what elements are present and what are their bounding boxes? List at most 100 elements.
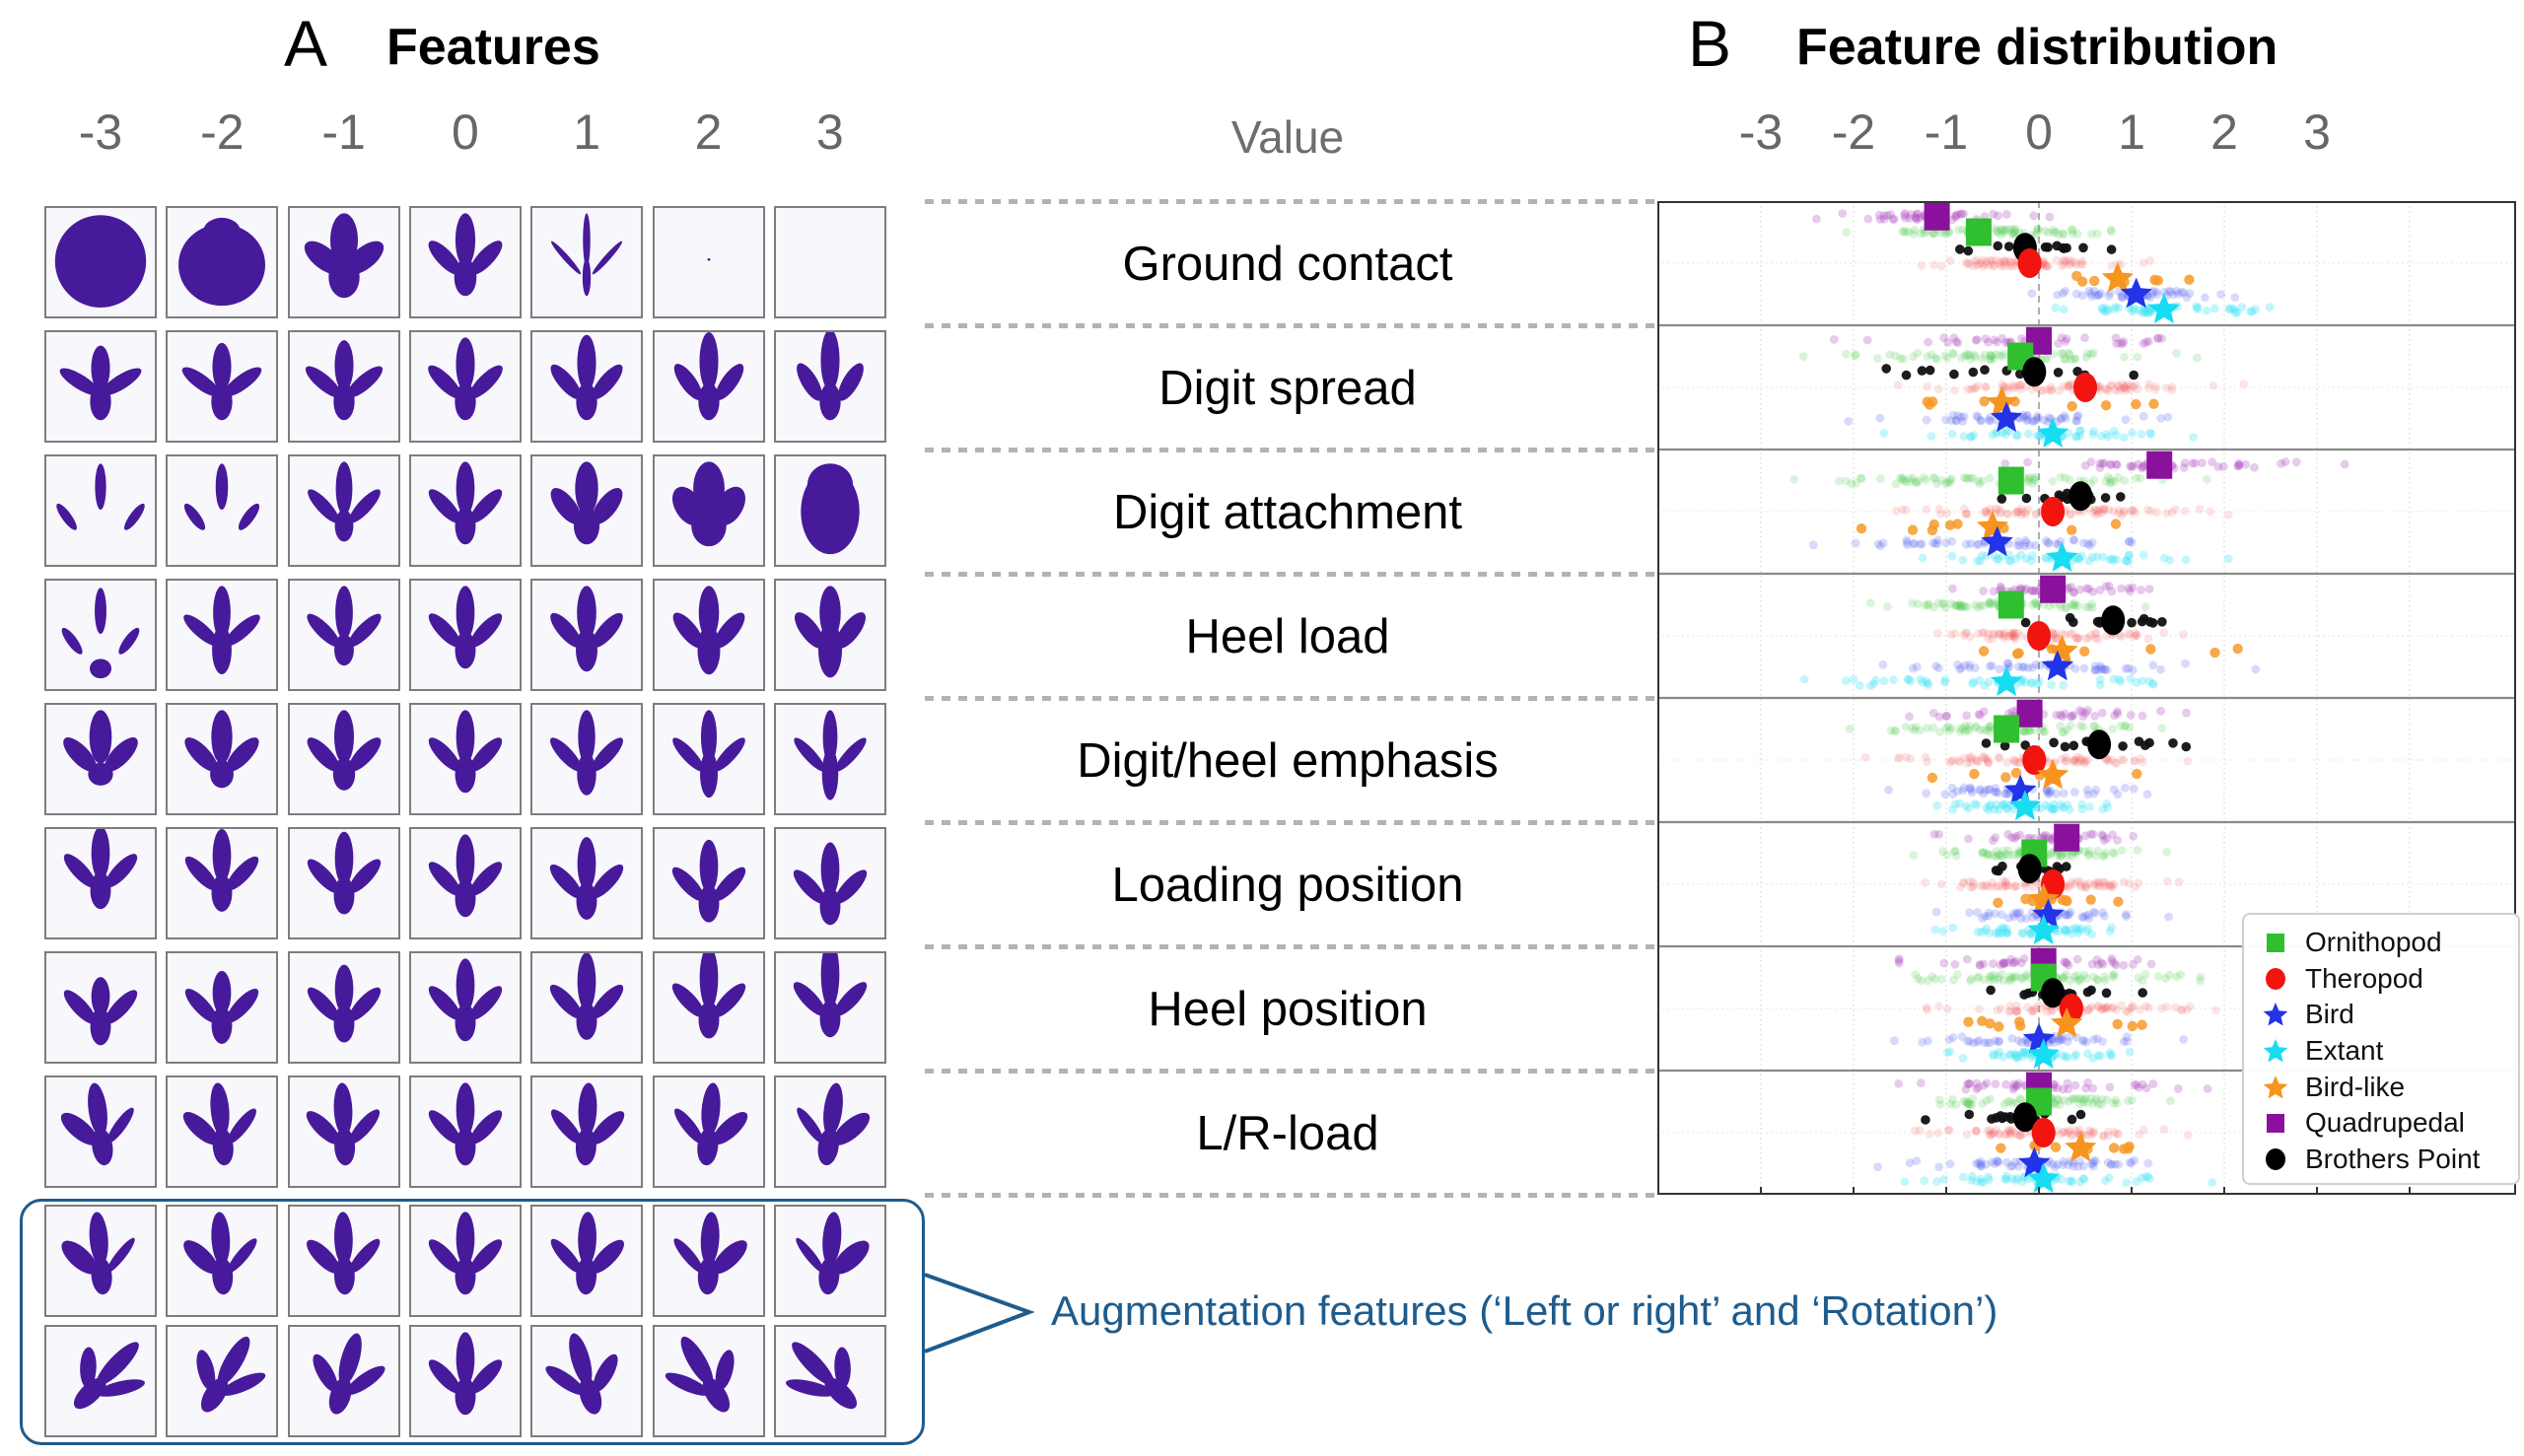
footprint-cell-heel-load-value-2	[652, 579, 765, 691]
footprint-cell-digit-spread-value-3	[773, 330, 886, 443]
feature-label-digit-heel-emphasis: Digit/heel emphasis	[1077, 734, 1499, 788]
panel-b-title: Feature distribution	[1796, 19, 2279, 76]
ornithopod-marker-icon	[2267, 934, 2284, 952]
footprint-cell-digit-attachment-value--2	[166, 454, 279, 567]
feature-label-l-r-load: L/R-load	[1196, 1107, 1379, 1160]
dashed-separator	[925, 448, 1654, 452]
panel-b-tick--3: -3	[1738, 104, 1784, 160]
dashed-separator	[925, 696, 1654, 701]
footprint-cell-digit-attachment-value--3	[44, 454, 157, 567]
theropod-marker-icon	[2266, 967, 2285, 990]
augmentation-box	[20, 1199, 925, 1445]
panel-b-tick--1: -1	[1924, 104, 1969, 160]
footprint-cell-digit-heel-emphasis-value--2	[166, 703, 279, 815]
feature-label-heel-position: Heel position	[1148, 983, 1428, 1036]
panel-a-title: Features	[386, 19, 600, 76]
panel-a-tick--3: -3	[78, 104, 123, 160]
footprint-cell-left-right-value--1	[287, 1205, 400, 1317]
footprint-cell-heel-position-value-1	[530, 951, 644, 1064]
footprint-cell-ground-contact-value--3	[44, 206, 157, 318]
footprint-cell-heel-load-value--1	[287, 579, 400, 691]
footprint-cell-ground-contact-value-0	[408, 206, 522, 318]
dashed-separator	[925, 820, 1654, 825]
footprint-cell-digit-attachment-value-0	[408, 454, 522, 567]
footprint-cell-lr-load-value--1	[287, 1075, 400, 1188]
footprint-cell-loading-position-value--3	[44, 827, 157, 939]
footprint-cell-lr-load-value-2	[652, 1075, 765, 1188]
legend-item-extant: Extant	[2254, 1033, 2518, 1069]
panel-a-tick-0: 0	[451, 104, 479, 160]
panel-b-letter: B	[1688, 7, 1732, 80]
footprint-cell-digit-spread-value--2	[166, 330, 279, 443]
panel-a-tick-1: 1	[573, 104, 601, 160]
panel-a-tick-3: 3	[815, 104, 844, 160]
feature-label-ground-contact: Ground contact	[1122, 238, 1453, 291]
footprint-cell-left-right-value-3	[773, 1205, 886, 1317]
footprint-cell-left-right-value-0	[408, 1205, 522, 1317]
panel-a-letter: A	[284, 7, 328, 80]
footprint-cell-digit-attachment-value-2	[652, 454, 765, 567]
panel-a-tick-2: 2	[694, 104, 723, 160]
footprint-cell-lr-load-value-0	[408, 1075, 522, 1188]
footprint-cell-rotation-value--1	[287, 1325, 400, 1437]
footprint-cell-heel-load-value-0	[408, 579, 522, 691]
dashed-separator	[925, 323, 1654, 328]
footprint-cell-lr-load-value-3	[773, 1075, 886, 1188]
footprint-cell-digit-heel-emphasis-value-1	[530, 703, 644, 815]
footprint-cell-heel-load-value--3	[44, 579, 157, 691]
feature-label-digit-attachment: Digit attachment	[1112, 486, 1463, 539]
footprint-cell-digit-heel-emphasis-value-2	[652, 703, 765, 815]
feature-label-heel-load: Heel load	[1185, 610, 1390, 663]
panel-b-tick-2: 2	[2210, 104, 2238, 160]
augmentation-annotation: Augmentation features (‘Left or right’ a…	[1051, 1287, 1998, 1334]
footprint-cell-digit-attachment-value-1	[530, 454, 644, 567]
feature-label-loading-position: Loading position	[1111, 859, 1464, 912]
footprint-cell-heel-load-value--2	[166, 579, 279, 691]
footprint-cell-digit-heel-emphasis-value-3	[773, 703, 886, 815]
panel-a-tick--2: -2	[200, 104, 245, 160]
footprint-cell-loading-position-value--2	[166, 827, 279, 939]
footprint-cell-ground-contact-value-3	[773, 206, 886, 318]
footprint-cell-rotation-value-2	[652, 1325, 765, 1437]
legend-item-bird-like: Bird-like	[2254, 1070, 2518, 1105]
footprint-cell-heel-position-value--3	[44, 951, 157, 1064]
brothers-point-marker-icon	[2266, 1147, 2285, 1170]
footprint-cell-left-right-value--2	[166, 1205, 279, 1317]
footprint-cell-rotation-value--3	[44, 1325, 157, 1437]
footprint-cell-digit-spread-value--1	[287, 330, 400, 443]
panel-b-tick-3: 3	[2303, 104, 2331, 160]
quadrupedal-marker-icon	[2267, 1114, 2284, 1134]
footprint-cell-loading-position-value-1	[530, 827, 644, 939]
footprint-cell-heel-position-value-0	[408, 951, 522, 1064]
legend-item-ornithopod: Ornithopod	[2254, 925, 2518, 960]
panel-b-tick-0: 0	[2025, 104, 2053, 160]
footprint-cell-digit-heel-emphasis-value--1	[287, 703, 400, 815]
footprint-cell-rotation-value-0	[408, 1325, 522, 1437]
footprint-cell-lr-load-value-1	[530, 1075, 644, 1188]
feature-label-digit-spread: Digit spread	[1158, 362, 1417, 415]
bird-like-marker-icon	[2263, 1075, 2288, 1099]
footprint-cell-heel-position-value-3	[773, 951, 886, 1064]
bird-marker-icon	[2263, 1003, 2288, 1026]
footprint-cell-left-right-value--3	[44, 1205, 157, 1317]
legend-item-theropod: Theropod	[2254, 961, 2518, 997]
footprint-cell-ground-contact-value--1	[287, 206, 400, 318]
footprint-cell-digit-spread-value-2	[652, 330, 765, 443]
footprint-cell-lr-load-value--2	[166, 1075, 279, 1188]
footprint-cell-heel-position-value--1	[287, 951, 400, 1064]
footprint-cell-ground-contact-value-1	[530, 206, 644, 318]
footprint-cell-loading-position-value-3	[773, 827, 886, 939]
dashed-separator	[925, 1193, 1654, 1198]
footprint-cell-heel-position-value-2	[652, 951, 765, 1064]
dashed-separator	[925, 572, 1654, 577]
footprint-cell-rotation-value-3	[773, 1325, 886, 1437]
footprint-cell-digit-spread-value--3	[44, 330, 157, 443]
footprint-cell-rotation-value-1	[530, 1325, 644, 1437]
panel-b-tick-1: 1	[2118, 104, 2145, 160]
footprint-cell-digit-spread-value-1	[530, 330, 644, 443]
footprint-cell-digit-heel-emphasis-value--3	[44, 703, 157, 815]
footprint-cell-loading-position-value-2	[652, 827, 765, 939]
extant-marker-icon	[2263, 1038, 2288, 1063]
